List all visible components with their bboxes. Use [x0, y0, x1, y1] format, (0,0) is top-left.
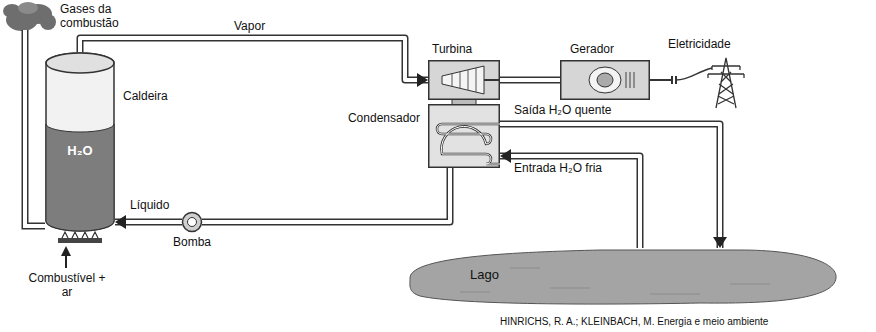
condenser-box: Condensador [428, 104, 500, 168]
pipe-group [115, 215, 182, 229]
fuel-label: Combustível + ar [26, 272, 108, 300]
smoke-cloud [3, 2, 56, 31]
pump-circle: Bomba [182, 212, 202, 232]
pipe-inner [500, 124, 720, 248]
pipe-group [500, 149, 640, 248]
output-label: Eletricidade [668, 38, 731, 52]
pump-outline [182, 212, 202, 232]
power-wire [676, 68, 712, 80]
arrowhead [713, 237, 727, 248]
lake-outline [400, 248, 840, 306]
node-label: Lago [470, 268, 499, 283]
pipe-group [500, 80, 560, 81]
arrowhead [500, 149, 511, 163]
arrowhead [417, 73, 428, 87]
burner [58, 232, 102, 243]
flow-label: Líquido [128, 199, 171, 213]
flow-label: Saída H₂O quente [512, 104, 613, 118]
pipe-inner [202, 168, 450, 222]
flow-label: Vapor [232, 20, 267, 34]
flue-pipe [25, 30, 45, 226]
pipe-group [80, 38, 428, 87]
pipe-connector [80, 38, 428, 80]
node-label: Condensador [348, 112, 420, 126]
gen-outline [560, 60, 650, 100]
pipe-inner [500, 156, 640, 248]
arrowhead [115, 215, 126, 229]
boiler: CaldeiraH₂O [45, 52, 115, 232]
pipe-connector [202, 168, 450, 222]
node-label: Gerador [570, 43, 614, 57]
output-plug [650, 76, 676, 84]
turbine-outline [428, 60, 500, 100]
lake-region: Lago [400, 248, 840, 306]
pipe-inner [80, 38, 428, 80]
pipe-group [202, 168, 450, 222]
pipe-group [500, 124, 727, 248]
exhaust-label: Gases da combustão [60, 3, 150, 31]
node-label: Caldeira [123, 90, 168, 104]
node-label: Turbina [432, 43, 472, 57]
transmission-tower [708, 58, 744, 108]
generator-box: Gerador [560, 60, 650, 100]
pipe-inner [500, 78, 560, 82]
pipe-connector [500, 156, 640, 248]
node-label: Bomba [168, 236, 216, 250]
node-text: H₂O [45, 144, 115, 159]
fuel-arrow [61, 246, 71, 268]
cond-outline [428, 104, 500, 168]
cyl-outline [45, 52, 115, 232]
source-citation: HINRICHS, R. A.; KLEINBACH, M. Energia e… [500, 316, 768, 328]
pipe-connector [500, 124, 720, 248]
turbine-box: Turbina [428, 60, 500, 100]
flue-pipe-inner [25, 30, 45, 226]
pipe-connector [500, 77, 560, 84]
flow-label: Entrada H₂O fria [512, 162, 604, 176]
